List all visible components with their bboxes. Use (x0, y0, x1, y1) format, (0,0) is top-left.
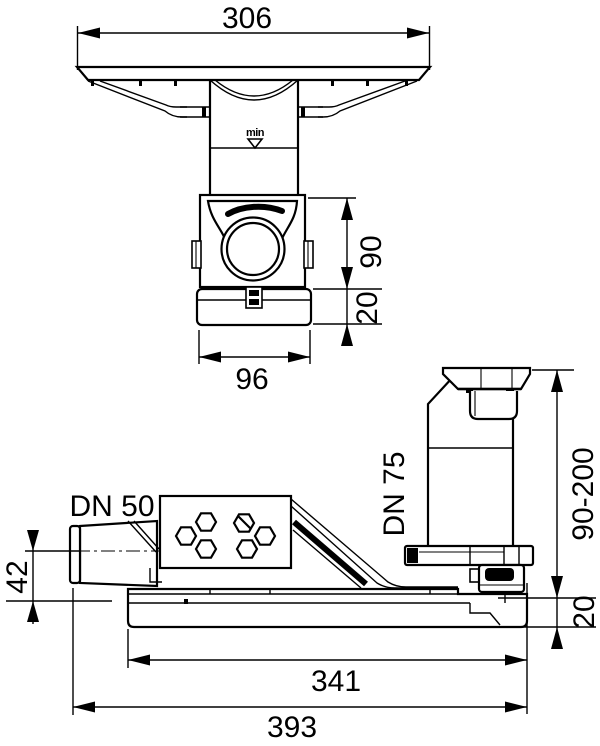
trap-handle (225, 203, 285, 217)
dim-341-group: 341 (128, 654, 527, 698)
dim-plate-height: 20 (568, 595, 600, 628)
arrowhead-left (78, 27, 100, 39)
left-clip (191, 240, 202, 269)
inlet-pipe-dn50: DN 50 (68, 490, 160, 588)
clamp-fitting (469, 563, 526, 594)
base-plate (126, 587, 529, 629)
dim-96-group: 96 (198, 330, 311, 396)
right-clip (303, 240, 314, 269)
trap-housing (191, 193, 314, 289)
dim-trap-width: 96 (235, 363, 268, 396)
dim-inlet-height: 42 (1, 560, 34, 593)
min-level-triangle-icon (246, 138, 264, 150)
dim-90-200-group: 90-200 (498, 369, 600, 599)
trap-base (195, 286, 313, 327)
dim-height-range: 90-200 (567, 447, 600, 540)
dim-total-length: 393 (267, 711, 317, 744)
mounting-flange (74, 65, 433, 82)
hex-cleanout-cover (149, 494, 293, 583)
dim-393-group: 393 (73, 701, 527, 744)
left-wing-bracket (87, 80, 210, 118)
drain-pipe-opening (220, 216, 286, 282)
outlet-pipe-dn75: DN 75 (378, 366, 532, 549)
dim-inner-length: 341 (311, 665, 361, 698)
side-view: DN 50 42 (1, 366, 600, 744)
funnel-cup (468, 391, 519, 421)
label-outlet-dn75: DN 75 (378, 451, 411, 536)
drain-column: min (208, 79, 300, 195)
dim-trap-base-height: 20 (351, 291, 384, 324)
dim-top-width: 306 (222, 2, 272, 35)
right-wing-bracket (298, 80, 418, 118)
arrowhead-right (407, 27, 429, 39)
dim-42-group: 42 (1, 530, 112, 624)
label-inlet-dn50: DN 50 (69, 490, 154, 523)
dim-20-group: 20 (500, 595, 600, 649)
top-view: 306 (74, 2, 433, 396)
dim-trap-height: 90 (355, 235, 388, 268)
funnel-grate (441, 366, 532, 391)
min-level-label: min (246, 127, 265, 139)
dim-306-group: 306 (76, 2, 431, 70)
dim-90-20-group: 90 20 (308, 197, 388, 346)
